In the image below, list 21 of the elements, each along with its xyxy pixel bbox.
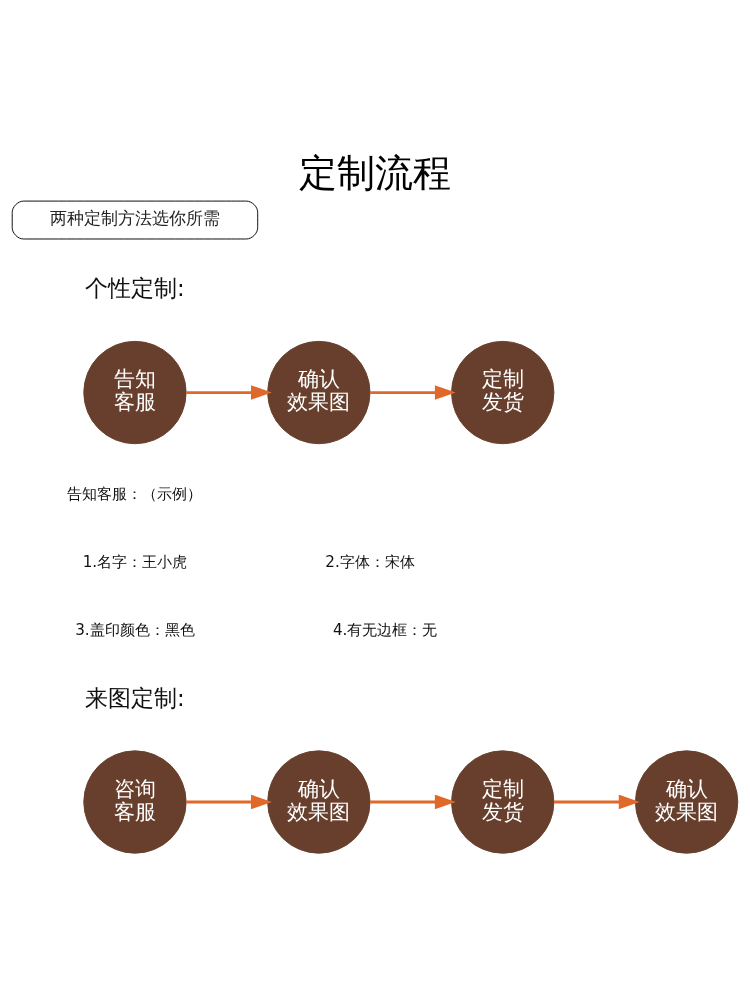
node-circle: 确认效果图 — [634, 750, 739, 854]
label: 来图定制: — [85, 684, 185, 711]
node-circle: 确认效果图 — [267, 340, 371, 445]
node-circle: 定制发货 — [451, 750, 555, 854]
node-circle: 确认效果图 — [267, 750, 371, 854]
arrow — [370, 385, 456, 400]
label: 告知客服：（示例） — [67, 484, 203, 503]
label: 2.字体：宋体 — [325, 552, 415, 571]
node-circle: 告知客服 — [83, 340, 187, 445]
node-circle: 定制发货 — [451, 340, 555, 445]
node-box: 两种定制方法选你所需 — [11, 200, 259, 240]
arrow — [554, 794, 640, 810]
label: 3.盖印颜色：黑色 — [75, 621, 195, 640]
arrow — [186, 385, 272, 400]
label: 4.有无边框：无 — [332, 621, 438, 640]
diagram-title: 定制流程 — [299, 150, 451, 195]
arrow — [186, 794, 272, 810]
label: 1.名字：王小虎 — [82, 552, 188, 571]
label: 个性定制: — [85, 275, 185, 302]
arrow — [370, 794, 456, 810]
node-circle: 咨询客服 — [83, 750, 187, 854]
